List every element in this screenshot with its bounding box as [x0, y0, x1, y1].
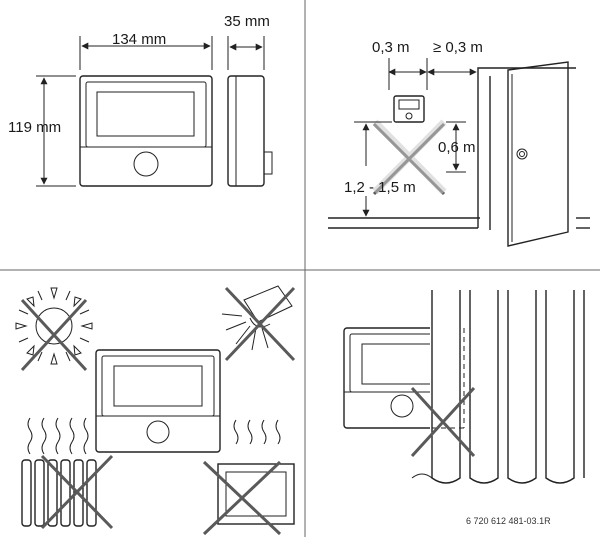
- window-icon: [202, 419, 295, 536]
- heat-source-panel: [15, 285, 296, 536]
- mounting-panel: 0,3 m ≥ 0,3 m 0,6 m 1,2 - 1,5 m: [328, 39, 590, 247]
- controller-front-view: [79, 75, 213, 187]
- dimension-panel: 134 mm 35 mm 119 mm: [8, 13, 273, 187]
- height-label: 119 mm: [8, 119, 61, 136]
- mounting-height-label: 1,2 - 1,5 m: [344, 179, 416, 196]
- radiator-icon: [21, 417, 114, 530]
- door-icon: [507, 61, 576, 247]
- lamp-icon: [221, 285, 296, 362]
- clearance-right-label: ≥ 0,3 m: [433, 39, 483, 56]
- vertical-clearance-label: 0,6 m: [438, 139, 476, 156]
- width-label: 134 mm: [112, 31, 166, 48]
- curtain-icon: [411, 290, 600, 520]
- controller-center: [95, 349, 221, 453]
- wall-controller: [393, 95, 425, 123]
- depth-label: 35 mm: [224, 13, 270, 30]
- clearance-left-label: 0,3 m: [372, 39, 410, 56]
- controller-side-view: [227, 75, 273, 187]
- curtain-panel: [343, 290, 600, 520]
- x-mark-icon: [410, 386, 476, 458]
- figure-reference: 6 720 612 481-03.1R: [466, 516, 551, 526]
- sun-icon: [15, 287, 93, 372]
